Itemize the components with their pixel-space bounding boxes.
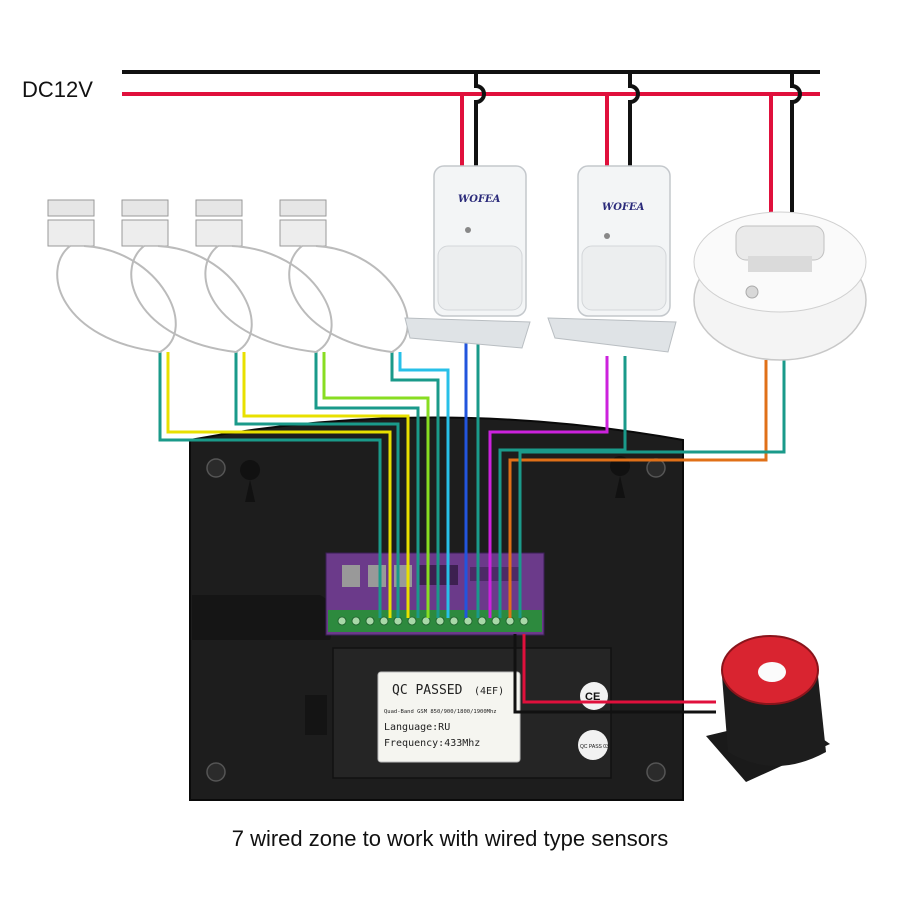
qc-label-plate: QC PASSED (4EF) Quad-Band GSM 850/900/18…: [377, 671, 521, 763]
screw-top-left: [206, 458, 226, 478]
pir-1-brand: WOFEA: [458, 194, 501, 205]
qc-pass-sticker: [578, 730, 608, 760]
sensor-power-drops: [460, 72, 802, 212]
pir-detector-1: WOFEA: [404, 165, 531, 349]
power-label: DC12V: [22, 77, 93, 102]
keyhole-right: [610, 456, 631, 498]
qc-code: (4EF): [474, 686, 504, 697]
magnetic-contact-2: [121, 199, 253, 354]
power-bus: DC12V: [22, 70, 820, 102]
siren: [513, 634, 830, 782]
smoke-detector: [693, 211, 867, 361]
qc-pass-text: QC PASS 03: [580, 744, 609, 750]
keyhole-left: [240, 460, 261, 502]
magnetic-contact-1: [47, 199, 177, 354]
qc-title: QC PASSED: [392, 683, 463, 698]
ce-mark-text: CE: [585, 691, 600, 703]
pir-2-brand: WOFEA: [602, 202, 645, 213]
screw-bottom-right: [646, 762, 666, 782]
screw-top-right: [646, 458, 666, 478]
zone-wires: [158, 340, 786, 618]
diagram-caption: 7 wired zone to work with wired type sen…: [231, 826, 669, 851]
pir-detector-2: WOFEA: [547, 165, 677, 353]
qc-language: Language:RU: [384, 722, 450, 733]
magnetic-contact-4: [279, 199, 409, 354]
qc-frequency: Frequency:433Mhz: [384, 738, 480, 749]
qc-bands: Quad-Band GSM 850/900/1800/1900Mhz: [384, 709, 497, 715]
magnetic-contact-3: [195, 199, 333, 354]
screw-bottom-left: [206, 762, 226, 782]
